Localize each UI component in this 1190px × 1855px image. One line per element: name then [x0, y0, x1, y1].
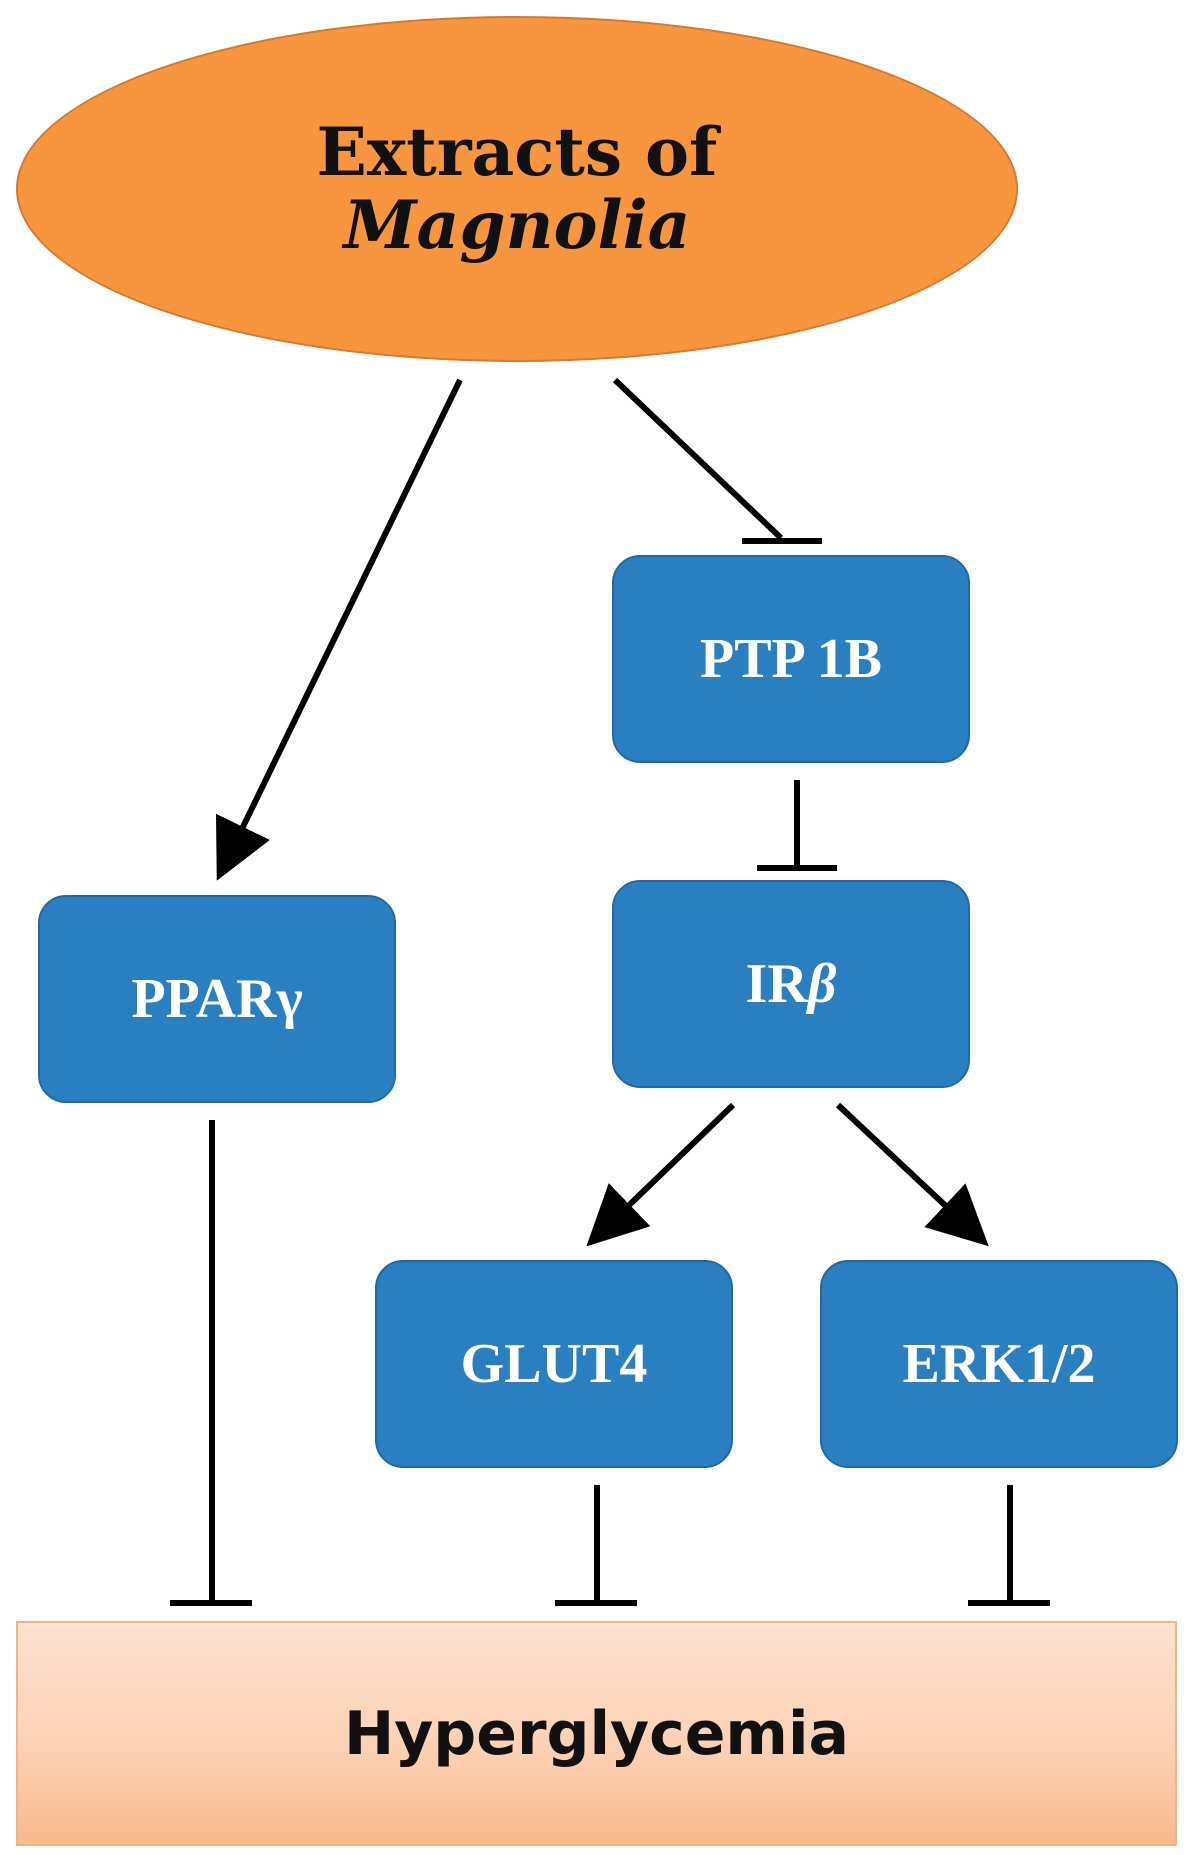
edge-source-to-ptp1b: [612, 377, 822, 544]
node-ppar-label-suffix: γ: [276, 968, 303, 1030]
node-irb-label-main: IR: [745, 953, 808, 1015]
node-erk-label: ERK1/2: [902, 1333, 1096, 1395]
edge-erk-to-outcome: [968, 1485, 1050, 1606]
edge-ptp1b-to-irb: [757, 780, 837, 871]
source-label-line1: Extracts of: [316, 113, 718, 192]
source-node-magnolia-extracts: Extracts of Magnolia: [16, 16, 1018, 362]
node-glut4-label: GLUT4: [460, 1333, 648, 1395]
node-irb-label-suffix: β: [807, 953, 837, 1015]
source-label-line2: Magnolia: [343, 186, 691, 264]
node-glut4: GLUT4: [375, 1260, 733, 1468]
node-ptp1b-label: PTP 1B: [699, 628, 883, 690]
edge-source-to-ppar: [215, 378, 463, 881]
outcome-label: Hyperglycemia: [343, 1698, 850, 1769]
edge-ppar-to-outcome: [170, 1120, 252, 1606]
node-ppar-label-main: PPAR: [131, 968, 277, 1030]
edge-irb-to-glut4: [586, 1102, 736, 1247]
outcome-node-hyperglycemia: Hyperglycemia: [16, 1621, 1177, 1846]
node-ptp1b: PTP 1B: [612, 555, 970, 763]
edge-glut4-to-outcome: [555, 1485, 637, 1606]
edge-irb-to-erk: [835, 1102, 989, 1247]
node-erk1-2: ERK1/2: [820, 1260, 1178, 1468]
